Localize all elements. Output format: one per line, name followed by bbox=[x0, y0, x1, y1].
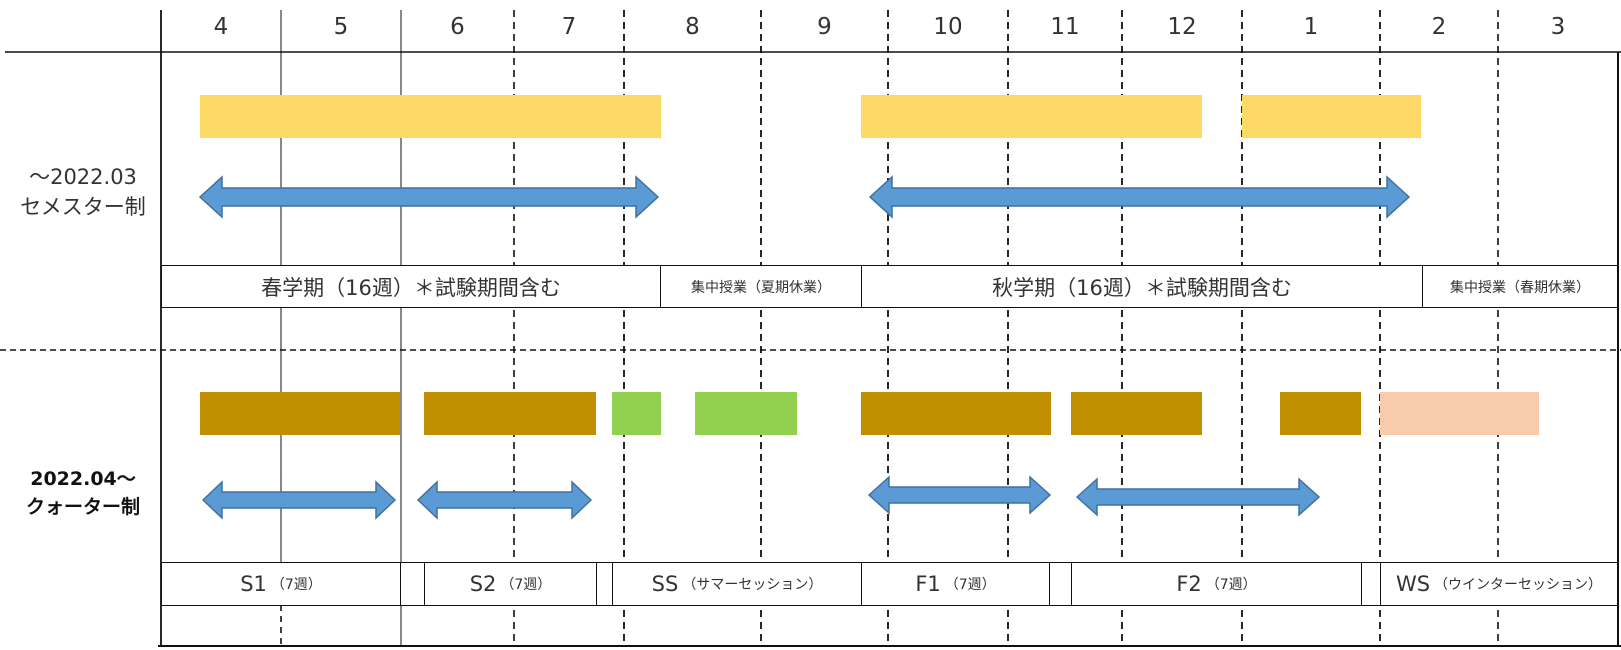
s2-arrow bbox=[416, 480, 593, 520]
term-sublabel: （7週） bbox=[944, 577, 996, 593]
term-label: 集中授業（夏期休業） bbox=[691, 279, 831, 296]
term-label: F2 bbox=[1176, 572, 1202, 596]
semester-row-label: ～2022.03 セメスター制 bbox=[8, 162, 158, 223]
spring-semester-arrow bbox=[198, 175, 660, 219]
month-label: 1 bbox=[1303, 14, 1319, 40]
spring-semester-bar bbox=[200, 95, 661, 138]
fall-semester-term: 秋学期（16週）＊試験期間含む bbox=[861, 265, 1423, 308]
f1-bar bbox=[861, 392, 1051, 435]
f2-bar-2 bbox=[1280, 392, 1361, 435]
quarter-row-label-line1: 2022.04～ bbox=[30, 468, 136, 490]
term-label: F1 bbox=[915, 572, 941, 596]
f1-term: F1 （7週） bbox=[861, 562, 1050, 606]
month-label: 6 bbox=[450, 14, 465, 40]
summer-intensive-term: 集中授業（夏期休業） bbox=[660, 265, 862, 308]
term-sublabel: （サマーセッション） bbox=[682, 577, 823, 593]
s2-bar bbox=[424, 392, 596, 435]
term-label: 秋学期（16週）＊試験期間含む bbox=[992, 275, 1292, 300]
month-label: 5 bbox=[333, 14, 349, 40]
semester-row-label-line1: ～2022.03 bbox=[29, 165, 137, 189]
term-label: S2 bbox=[469, 572, 497, 596]
term-label: 集中授業（春期休業） bbox=[1450, 279, 1590, 296]
s1-term: S1 （7週） bbox=[161, 562, 401, 606]
summer-session-bar-2 bbox=[695, 392, 797, 435]
month-label: 7 bbox=[561, 14, 577, 40]
term-sublabel: （ウインターセッション） bbox=[1434, 577, 1603, 593]
semester-row-label-line2: セメスター制 bbox=[20, 195, 146, 220]
term-label: 春学期（16週）＊試験期間含む bbox=[261, 275, 561, 300]
month-label: 11 bbox=[1050, 14, 1080, 40]
winter-session-bar bbox=[1380, 392, 1539, 435]
term-sublabel: （7週） bbox=[500, 577, 552, 593]
month-label: 8 bbox=[685, 14, 700, 40]
month-label: 9 bbox=[817, 14, 832, 40]
quarter-row-label: 2022.04～ クォーター制 bbox=[8, 466, 158, 521]
f2-arrow bbox=[1075, 477, 1321, 517]
fall-semester-bar bbox=[861, 95, 1202, 138]
s1-bar bbox=[200, 392, 400, 435]
spring-intensive-term: 集中授業（春期休業） bbox=[1422, 265, 1618, 308]
spring-semester-term: 春学期（16週）＊試験期間含む bbox=[161, 265, 661, 308]
ws-term: WS （ウインターセッション） bbox=[1380, 562, 1618, 606]
month-label: 4 bbox=[213, 14, 229, 40]
f1-arrow bbox=[867, 475, 1052, 515]
term-label: SS bbox=[651, 572, 679, 596]
term-sublabel: （7週） bbox=[1205, 577, 1257, 593]
month-label: 3 bbox=[1550, 14, 1566, 40]
month-label: 10 bbox=[933, 14, 963, 40]
s1-arrow bbox=[201, 480, 397, 520]
f2-term: F2 （7週） bbox=[1071, 562, 1362, 606]
gap-cell bbox=[1049, 562, 1072, 606]
fall-semester-arrow bbox=[868, 175, 1411, 219]
fall-semester-bar-2 bbox=[1242, 95, 1421, 138]
s2-term: S2 （7週） bbox=[424, 562, 597, 606]
semester-row-bottom-rule bbox=[161, 307, 1618, 308]
ss-term: SS （サマーセッション） bbox=[612, 562, 862, 606]
term-sublabel: （7週） bbox=[270, 577, 322, 593]
month-label: 12 bbox=[1167, 14, 1197, 40]
quarter-row-label-line2: クォーター制 bbox=[25, 495, 140, 518]
term-label: WS bbox=[1395, 572, 1431, 596]
term-label: S1 bbox=[240, 572, 267, 596]
f2-bar bbox=[1071, 392, 1202, 435]
month-label: 2 bbox=[1431, 14, 1447, 40]
gap-cell bbox=[1361, 562, 1381, 606]
summer-session-bar-1 bbox=[612, 392, 661, 435]
gap-cell bbox=[400, 562, 425, 606]
gap-cell bbox=[596, 562, 613, 606]
